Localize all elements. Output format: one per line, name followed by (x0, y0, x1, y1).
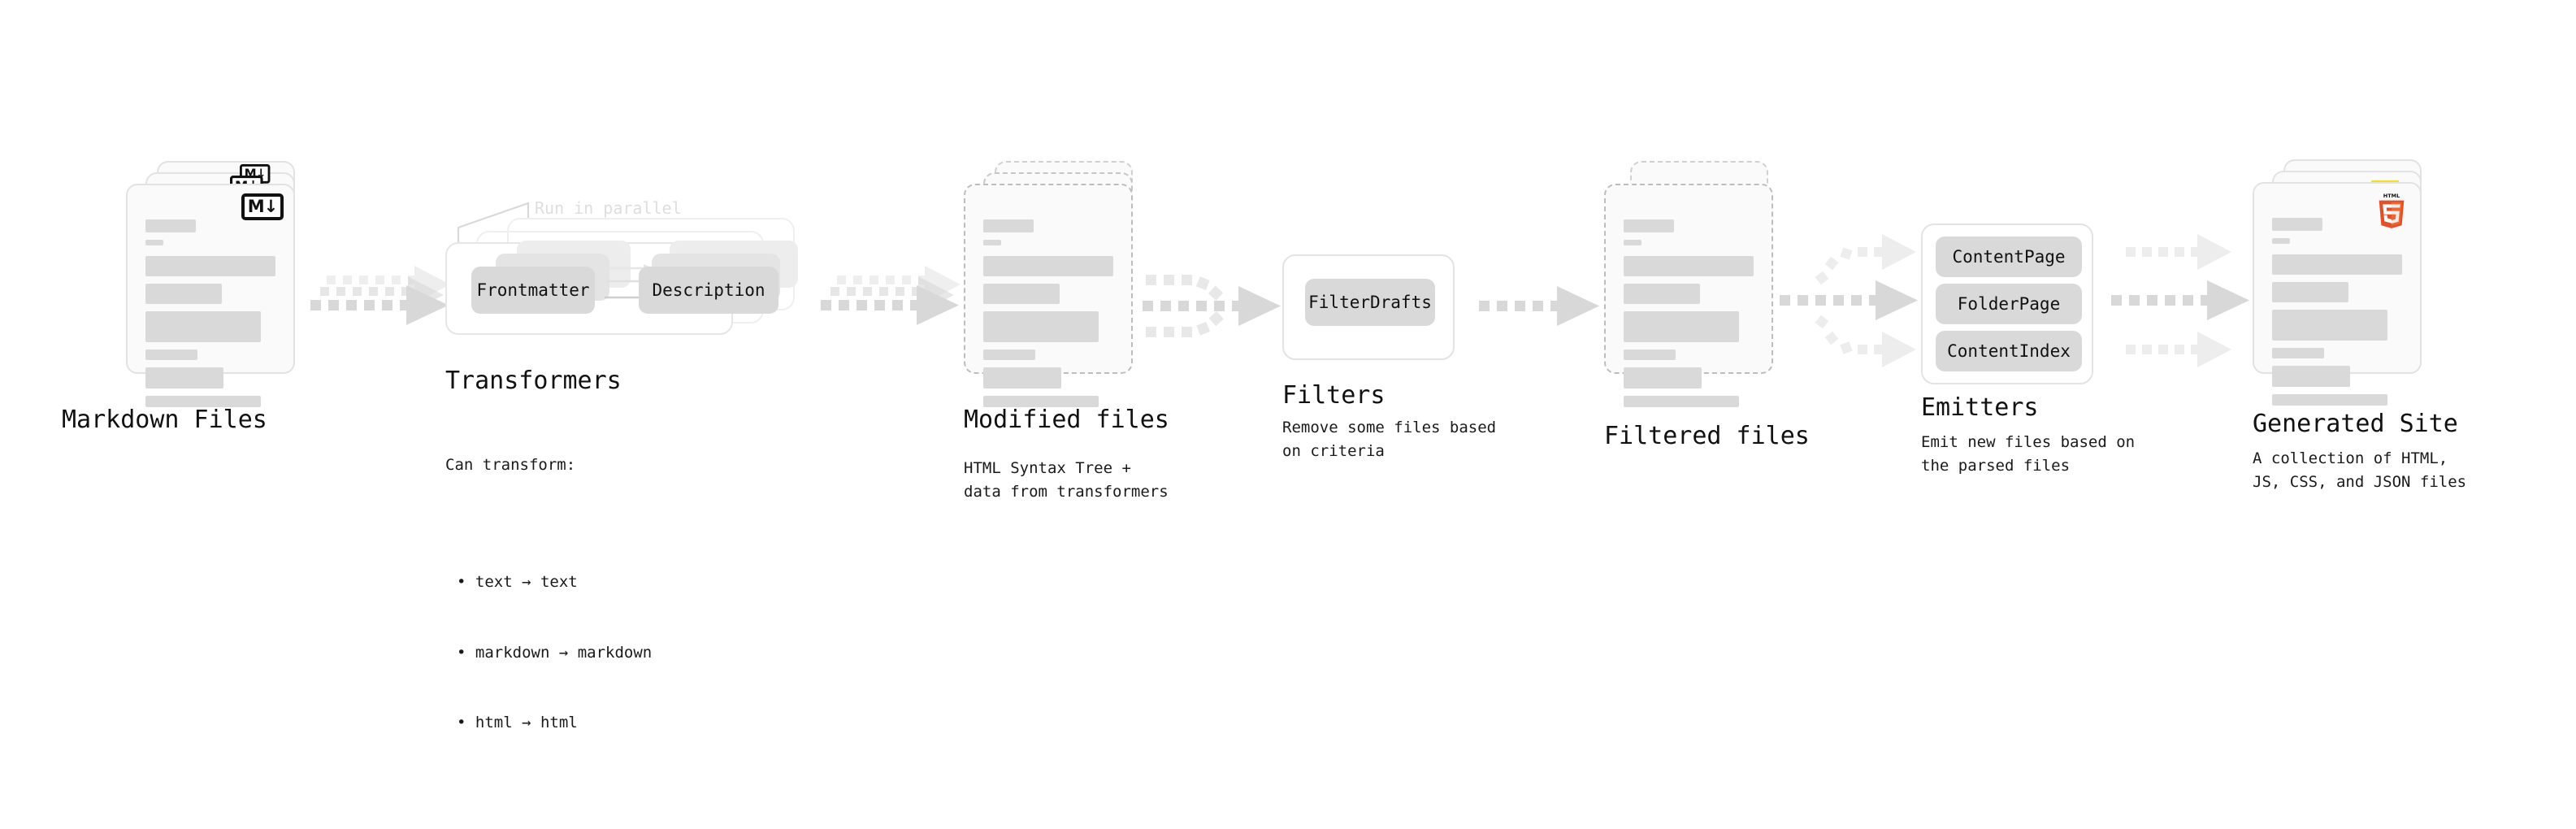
emitter-pill-contentpage[interactable]: ContentPage (1936, 237, 2082, 277)
markdown-card-skeleton (145, 219, 277, 414)
filters-title: Filters (1282, 381, 1386, 410)
html5-badge-icon: HTML (2379, 193, 2405, 228)
modified-files-subtitle: HTML Syntax Tree + data from transformer… (964, 459, 1169, 501)
transformers-subtitle: Can transform: text → text markdown → ma… (445, 406, 652, 829)
generated-site-title: Generated Site (2253, 410, 2458, 438)
markdown-card-front: M↓ (126, 184, 295, 407)
arrow-transformers-to-modified (821, 264, 975, 358)
transformer-pill-frontmatter[interactable]: Frontmatter (471, 267, 595, 314)
filters-box: FilterDrafts (1282, 254, 1455, 360)
filter-pill-filterdrafts[interactable]: FilterDrafts (1305, 279, 1435, 326)
transformers-bullet-list: text → text markdown → markdown html → h… (457, 523, 652, 782)
emitters-title: Emitters (1921, 393, 2039, 422)
filtered-files-title: Filtered files (1604, 422, 1810, 450)
arrow-modified-to-filters (1143, 260, 1293, 362)
filtered-card-front (1604, 184, 1773, 407)
pipeline-diagram: M↓ M↓ M↓ Markdown Files (0, 0, 2576, 681)
emitter-pill-folderpage-label: FolderPage (1957, 294, 2061, 314)
arrow-markdown-to-transformers (310, 264, 465, 358)
emitters-box: ContentPage FolderPage ContentIndex (1921, 224, 2093, 384)
transformers-title: Transformers (445, 367, 622, 395)
emitter-pill-contentindex[interactable]: ContentIndex (1936, 331, 2082, 371)
emitter-pill-contentindex-label: ContentIndex (1947, 341, 2071, 361)
transformers-bullet-2: html → html (457, 711, 652, 735)
arrow-emitters-to-site (2111, 226, 2266, 376)
generated-site-subtitle: A collection of HTML, JS, CSS, and JSON … (2253, 449, 2467, 491)
site-card-skeleton (2272, 218, 2404, 413)
emitter-pill-contentpage-label: ContentPage (1952, 247, 2066, 267)
modified-files-title: Modified files (964, 406, 1169, 434)
markdown-files-title: Markdown Files (62, 406, 267, 434)
transformers-subtitle-heading: Can transform: (445, 455, 576, 474)
transformers-bullet-1: markdown → markdown (457, 641, 652, 665)
site-card-front-html: HTML (2253, 182, 2422, 406)
filtered-card-skeleton (1624, 219, 1755, 414)
modified-card-skeleton (983, 219, 1115, 414)
modified-card-front (964, 184, 1133, 407)
arrow-filtered-to-emitters (1780, 226, 1934, 376)
run-in-parallel-label: Run in parallel (535, 198, 682, 218)
emitter-pill-folderpage[interactable]: FolderPage (1936, 284, 2082, 324)
transformer-pill-description[interactable]: Description (639, 267, 778, 314)
emitters-subtitle: Emit new files based on the parsed files (1921, 433, 2136, 475)
markdown-badge-icon: M↓ (241, 193, 284, 220)
transformers-bullet-0: text → text (457, 571, 652, 594)
filter-pill-filterdrafts-label: FilterDrafts (1308, 293, 1432, 312)
parallel-bracket-icon (457, 202, 530, 249)
svg-text:HTML: HTML (2383, 193, 2400, 199)
arrow-filters-to-filtered (1479, 286, 1609, 335)
transformer-pill-description-label: Description (652, 280, 765, 300)
transformer-pill-frontmatter-label: Frontmatter (476, 280, 590, 300)
filters-subtitle: Remove some files based on criteria (1282, 419, 1497, 460)
